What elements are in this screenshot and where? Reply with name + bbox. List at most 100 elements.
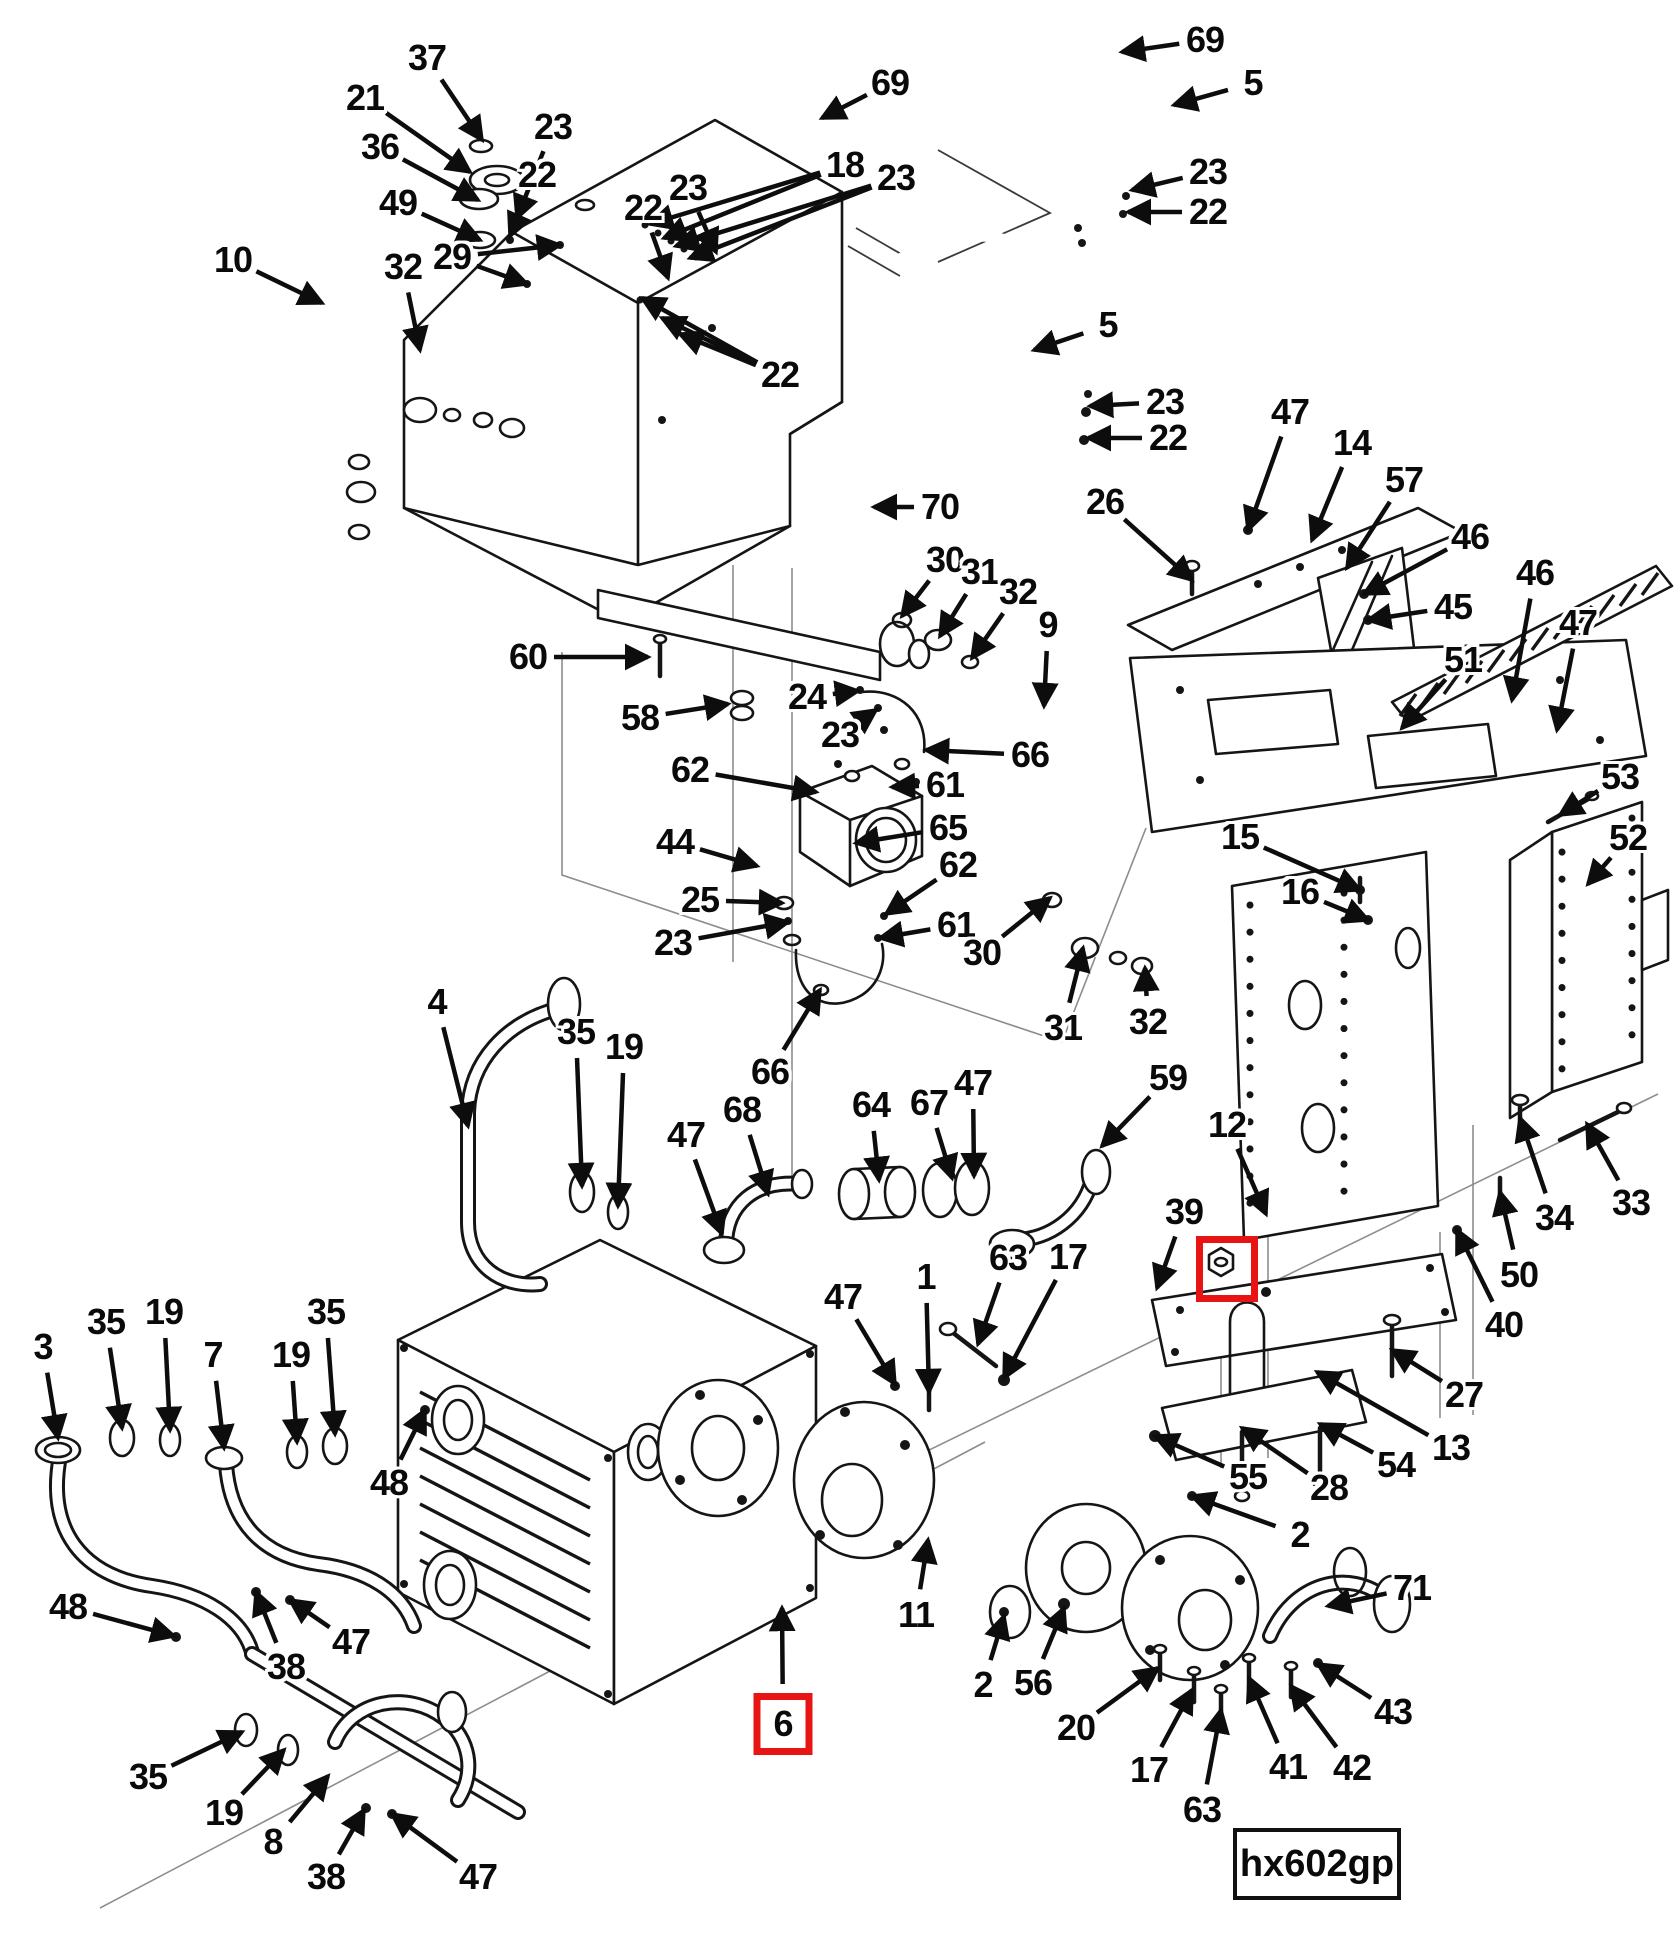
leader-arrow — [1245, 1674, 1280, 1745]
callout-3: 3 — [33, 1326, 53, 1367]
callout-47: 47 — [458, 1856, 498, 1897]
callout-22: 22 — [1188, 191, 1228, 232]
leader-arrow — [384, 111, 474, 175]
callout-15: 15 — [1220, 816, 1260, 857]
highlighted-nut — [1196, 1236, 1258, 1302]
leader-arrow — [1099, 1095, 1152, 1149]
callout-27: 27 — [1444, 1374, 1484, 1415]
leader-arrow — [240, 1747, 287, 1796]
callout-70: 70 — [920, 486, 960, 527]
callout-14: 14 — [1332, 422, 1372, 463]
callout-22: 22 — [623, 187, 663, 228]
leader-arrow — [567, 1057, 595, 1190]
callout-19: 19 — [144, 1291, 184, 1332]
callout-53: 53 — [1600, 756, 1640, 797]
callout-63: 63 — [1182, 1789, 1222, 1830]
callout-4: 4 — [427, 981, 447, 1022]
callout-61: 61 — [925, 764, 965, 805]
leader-arrow — [876, 920, 931, 948]
callout-22: 22 — [760, 354, 800, 395]
leader-arrow — [852, 825, 923, 853]
callout-67: 67 — [909, 1082, 949, 1123]
callout-66: 66 — [1010, 734, 1050, 775]
leader-arrow — [1454, 1226, 1495, 1303]
callout-33: 33 — [1611, 1182, 1651, 1223]
callout-25: 25 — [680, 879, 720, 920]
callout-69: 69 — [1185, 19, 1225, 60]
leader-arrow — [605, 1072, 633, 1210]
callout-49: 49 — [378, 182, 418, 223]
leader-arrow — [1556, 789, 1600, 818]
hose-10-fittings — [317, 295, 526, 541]
leader-arrow — [725, 888, 786, 916]
leader-arrow — [899, 579, 931, 619]
leader-arrow — [1151, 1433, 1226, 1469]
leader-arrows — [40, 35, 1621, 1864]
leader-arrow — [960, 1108, 988, 1180]
callout-19: 19 — [271, 1334, 311, 1375]
callout-30: 30 — [925, 539, 965, 580]
leader-arrow — [832, 680, 862, 708]
callout-5: 5 — [1098, 304, 1118, 345]
leader-arrow — [1262, 845, 1364, 893]
leader-arrow — [1159, 1686, 1194, 1749]
leader-arrow — [658, 315, 758, 366]
leader-arrow — [1323, 898, 1372, 924]
leader-arrow — [1030, 329, 1085, 356]
leader-arrow — [105, 1347, 132, 1432]
leader-arrow — [207, 1380, 235, 1452]
callout-19: 19 — [604, 1026, 644, 1067]
leader-arrow — [699, 846, 761, 873]
leader-arrow — [170, 1729, 246, 1768]
leader-arrow — [441, 1026, 476, 1130]
leader-arrow — [92, 1611, 178, 1643]
leader-arrow — [1040, 1604, 1068, 1660]
leader-arrow — [1316, 1422, 1375, 1455]
callout-2: 2 — [973, 1664, 993, 1705]
leader-arrow — [1002, 1278, 1058, 1382]
callout-47: 47 — [1558, 602, 1598, 643]
callout-48: 48 — [48, 1586, 88, 1627]
leader-arrow — [1344, 500, 1392, 572]
callout-1: 1 — [916, 1256, 936, 1297]
callout-32: 32 — [1128, 1001, 1168, 1042]
leader-arrow — [1188, 1491, 1277, 1529]
callout-55: 55 — [1228, 1456, 1268, 1497]
callout-58: 58 — [620, 697, 660, 738]
leader-arrow — [252, 1588, 279, 1644]
leader-arrow — [984, 1612, 1011, 1661]
leader-arrow — [1243, 435, 1284, 534]
callout-43: 43 — [1373, 1691, 1413, 1732]
callout-47: 47 — [1270, 391, 1310, 432]
leader-arrow — [287, 1773, 331, 1824]
leader-arrow — [1064, 944, 1091, 1004]
leader-arrow — [1360, 547, 1449, 596]
callout-35: 35 — [86, 1301, 126, 1342]
leader-arrow — [388, 1811, 459, 1864]
callout-59: 59 — [1148, 1057, 1188, 1098]
callout-57: 57 — [1384, 459, 1424, 500]
leader-arrow — [402, 292, 429, 354]
leader-arrow — [932, 1127, 959, 1182]
callout-48: 48 — [369, 1462, 409, 1503]
leader-arrow — [439, 78, 485, 144]
leader-arrow — [1122, 517, 1195, 583]
callout-20: 20 — [1056, 1707, 1096, 1748]
callout-54: 54 — [1376, 1444, 1416, 1485]
leader-arrow — [972, 1281, 1002, 1348]
leader-arrow — [1548, 648, 1576, 734]
callout-8: 8 — [263, 1821, 283, 1862]
callout-62: 62 — [670, 749, 710, 790]
callout-17: 17 — [1129, 1749, 1169, 1790]
figure-code-box: hx602gp — [1233, 1828, 1401, 1900]
leader-arrow — [155, 1337, 183, 1434]
callout-23: 23 — [668, 167, 708, 208]
callout-35: 35 — [556, 1011, 596, 1052]
callout-47: 47 — [331, 1621, 371, 1662]
callout-44: 44 — [655, 821, 695, 862]
leader-arrow — [854, 1318, 897, 1388]
leader-arrow — [420, 211, 484, 243]
callout-62: 62 — [938, 844, 978, 885]
